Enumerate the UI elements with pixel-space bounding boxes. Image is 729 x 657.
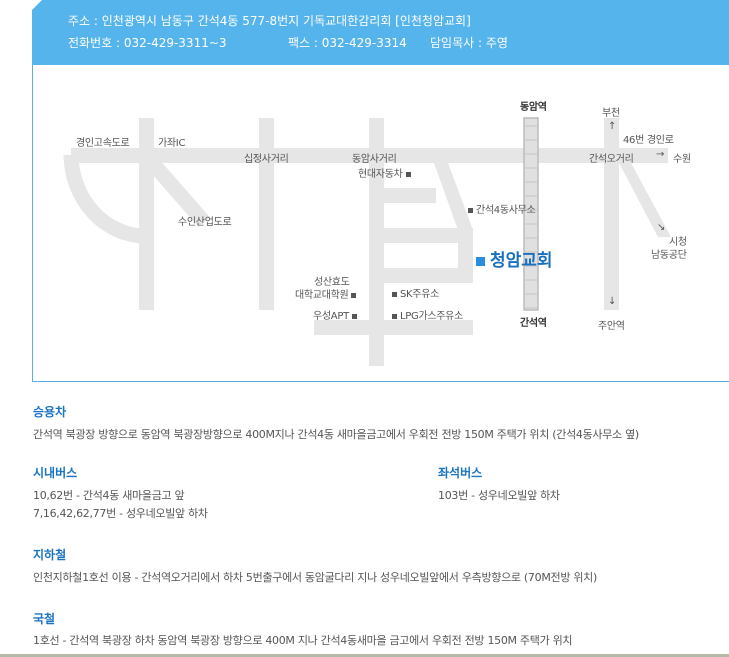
location-map: 경인고속도로 가좌IC 십정사거리 동암사거리 현대자동차 수인산업도로 성산효… bbox=[32, 65, 729, 382]
road-b2 bbox=[384, 228, 473, 243]
church-square-icon bbox=[476, 256, 485, 266]
arrow-down-icon: ↓ bbox=[608, 296, 617, 307]
church-label: 청암교회 bbox=[490, 251, 553, 271]
diag-road-2 bbox=[434, 163, 473, 230]
label-dongam-station: 동암역 bbox=[520, 102, 547, 113]
label-sk: SK주유소 bbox=[389, 285, 439, 300]
label-hyundai: 현대자동차 bbox=[358, 165, 414, 180]
arrow-diag-icon: ↘ bbox=[657, 222, 666, 233]
diag-road-1 bbox=[142, 153, 210, 227]
label-sipjeong: 십정사거리 bbox=[244, 154, 289, 165]
subway-heading: 지하철 bbox=[33, 548, 67, 562]
label-suin: 수인산업도로 bbox=[178, 217, 232, 228]
fax-text: 팩스 : 032-429-3314 bbox=[288, 36, 407, 50]
subway-track bbox=[523, 117, 539, 311]
rail-heading: 국철 bbox=[33, 612, 56, 626]
seatbus-heading: 좌석버스 bbox=[438, 466, 483, 480]
seatbus-text: 103번 - 성우네오빌앞 하차 bbox=[438, 489, 560, 502]
road-v4 bbox=[458, 228, 473, 283]
marker-icon bbox=[351, 313, 357, 319]
citybus-text-1: 10,62번 - 간석4동 새마을금고 앞 bbox=[33, 489, 185, 502]
curve-road bbox=[63, 154, 147, 244]
label-ganseok-station: 간석역 bbox=[520, 318, 547, 329]
marker-icon bbox=[392, 291, 397, 297]
address-text: 주소 : 인천광역시 남동구 간석4동 577-8번지 기독교대한감리회 [인천… bbox=[68, 14, 471, 28]
road-v5 bbox=[604, 118, 619, 310]
arrow-right-icon: → bbox=[656, 149, 665, 160]
rail-text: 1호선 - 간석역 북광장 하차 동암역 북광장 방향으로 400M 지나 간석… bbox=[33, 634, 573, 647]
road-lines bbox=[63, 117, 671, 366]
citybus-text-2: 7,16,42,62,77번 - 성우네오빌앞 하차 bbox=[33, 507, 208, 520]
car-text: 간석역 북광장 방향으로 동암역 북광장방향으로 400M지나 간석4동 새마을… bbox=[33, 428, 639, 441]
pastor-text: 담임목사 : 주영 bbox=[430, 36, 508, 50]
road-b1 bbox=[384, 188, 436, 203]
arrow-up-icon: ↑ bbox=[608, 121, 617, 132]
marker-icon bbox=[392, 313, 397, 319]
info-header: 주소 : 인천광역시 남동구 간석4동 577-8번지 기독교대한감리회 [인천… bbox=[32, 0, 729, 66]
label-namdong: 남동공단 bbox=[651, 250, 687, 261]
label-gajwa-ic: 가좌IC bbox=[158, 138, 186, 149]
road-v2 bbox=[259, 118, 274, 310]
label-wooseong: 우성APT bbox=[313, 307, 360, 322]
label-gyeongin-expressway: 경인고속도로 bbox=[76, 138, 130, 149]
label-ganseok5: 간석오거리 bbox=[589, 154, 634, 165]
road-b3 bbox=[384, 268, 473, 283]
marker-icon bbox=[405, 171, 411, 177]
label-seongsan-grad: 대학교대학원 bbox=[295, 286, 359, 301]
marker-icon bbox=[351, 292, 357, 298]
label-juan: 주안역 bbox=[598, 321, 625, 332]
car-heading: 승용차 bbox=[33, 405, 67, 419]
marker-icon bbox=[468, 207, 473, 213]
citybus-heading: 시내버스 bbox=[33, 466, 78, 480]
label-lpg: LPG가스주유소 bbox=[389, 307, 463, 322]
bottom-divider bbox=[0, 654, 729, 657]
label-office: 간석4동사무소 bbox=[465, 201, 536, 216]
church-marker: 청암교회 bbox=[476, 246, 553, 271]
label-suwon: 수원 bbox=[673, 154, 691, 165]
label-seongsan: 성산효도 bbox=[314, 277, 350, 288]
subway-text: 인천지하철1호선 이용 - 간석역오거리에서 하차 5번출구에서 동암굴다리 지… bbox=[33, 571, 597, 584]
road-v3 bbox=[369, 118, 384, 366]
diag-road-3 bbox=[619, 163, 671, 237]
label-bucheon: 부천 bbox=[602, 108, 620, 119]
phone-text: 전화번호 : 032-429-3311~3 bbox=[68, 36, 227, 50]
label-route46: 46번 경인로 bbox=[623, 135, 674, 146]
road-bottom bbox=[314, 320, 473, 335]
label-dongam-intersection: 동암사거리 bbox=[352, 154, 397, 165]
label-cityhall: 시청 bbox=[669, 237, 687, 248]
